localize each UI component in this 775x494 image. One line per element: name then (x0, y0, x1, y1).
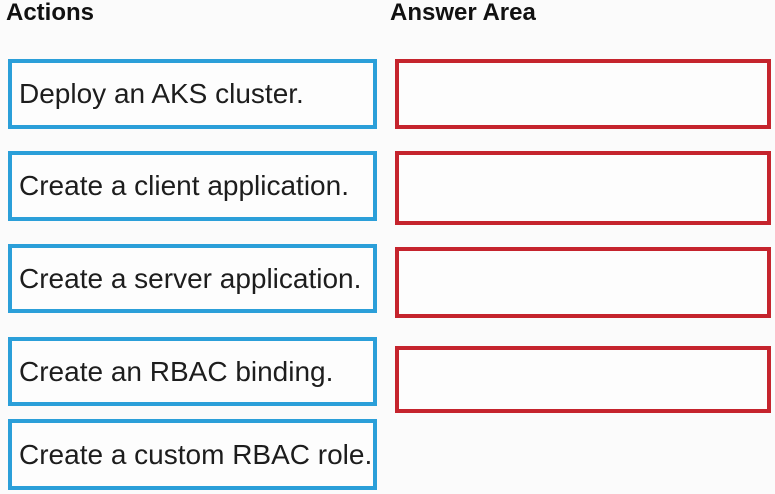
action-item-create-server-application[interactable]: Create a server application. (8, 244, 377, 313)
answer-slot-1[interactable] (395, 59, 771, 129)
action-item-create-custom-rbac-role[interactable]: Create a custom RBAC role. (8, 419, 377, 490)
action-item-label: Create a client application. (19, 170, 349, 201)
action-item-label: Create a server application. (19, 262, 362, 294)
action-item-label: Deploy an AKS cluster. (19, 78, 304, 109)
action-item-create-rbac-binding[interactable]: Create an RBAC binding. (8, 337, 377, 406)
answer-slot-3[interactable] (395, 247, 771, 318)
actions-column-header: Actions (6, 0, 95, 26)
answer-slot-2[interactable] (395, 151, 771, 225)
answer-slot-4[interactable] (395, 346, 771, 413)
action-item-label: Create an RBAC binding. (19, 355, 334, 387)
answer-area-column-header: Answer Area (390, 0, 536, 26)
action-item-label: Create a custom RBAC role. (19, 438, 373, 470)
action-item-create-client-application[interactable]: Create a client application. (8, 151, 377, 221)
action-item-deploy-aks-cluster[interactable]: Deploy an AKS cluster. (8, 59, 377, 129)
